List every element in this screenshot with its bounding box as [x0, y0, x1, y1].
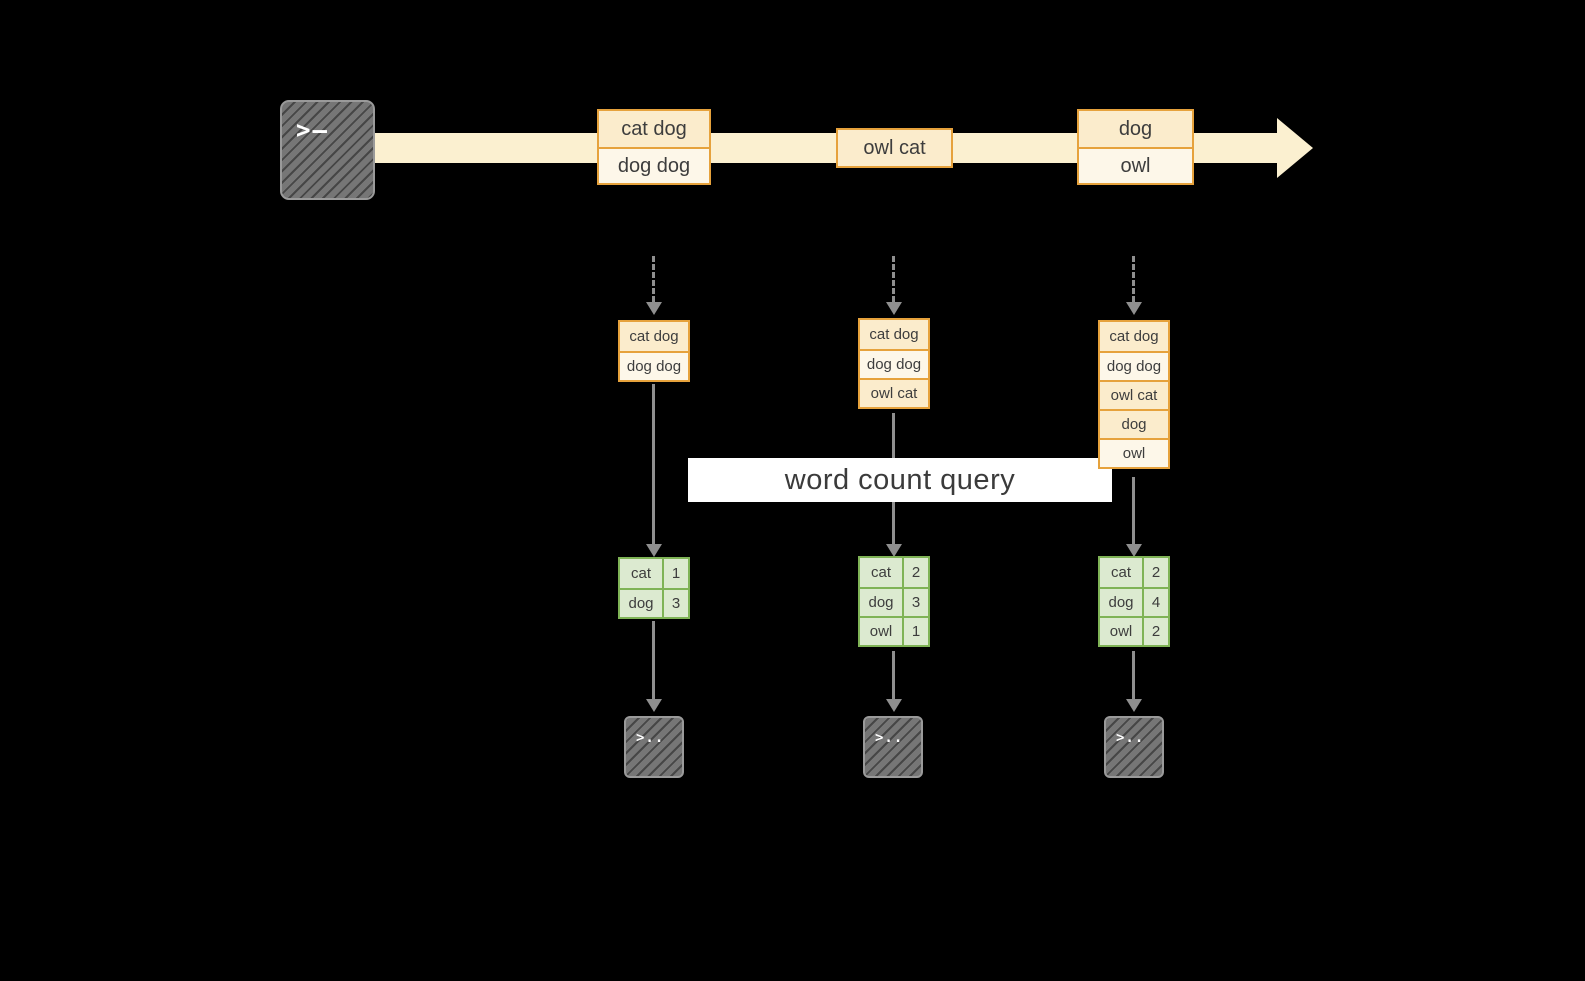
- stream-batch-3: dog owl: [1077, 109, 1194, 185]
- result-count: 2: [902, 558, 928, 587]
- result-count: 2: [1142, 618, 1168, 645]
- input-table-3: cat dog dog dog owl cat dog owl: [1098, 320, 1170, 469]
- output-terminal-3-icon: >..: [1104, 716, 1164, 778]
- result-row: cat 2: [1100, 558, 1168, 587]
- query-arrowhead-3-icon: [1126, 544, 1142, 557]
- stream-record: dog: [1079, 111, 1192, 147]
- result-row: dog 4: [1100, 587, 1168, 616]
- result-word: cat: [870, 564, 891, 581]
- output-arrowhead-2-icon: [886, 699, 902, 712]
- query-banner: word count query: [688, 458, 1112, 502]
- output-terminal-1-icon: >..: [624, 716, 684, 778]
- dashed-arrowhead-2-icon: [886, 302, 902, 315]
- stream-record: dog dog: [599, 147, 709, 183]
- result-count: 1: [902, 618, 928, 645]
- dashed-arrow-1: [652, 256, 655, 302]
- stream-record: owl: [1079, 147, 1192, 183]
- stream-batch-2: owl cat: [836, 128, 953, 168]
- result-word: dog: [628, 595, 654, 612]
- result-row: dog 3: [620, 588, 688, 617]
- query-arrow-1: [652, 384, 655, 544]
- result-word: owl: [869, 623, 893, 640]
- result-table-3: cat 2 dog 4 owl 2: [1098, 556, 1170, 647]
- result-count: 3: [902, 589, 928, 616]
- result-word: cat: [1110, 564, 1131, 581]
- query-arrowhead-1-icon: [646, 544, 662, 557]
- result-count: 4: [1142, 589, 1168, 616]
- result-row: cat 1: [620, 559, 688, 588]
- input-row: dog dog: [1100, 351, 1168, 380]
- input-row: cat dog: [1100, 322, 1168, 351]
- result-word: cat: [630, 565, 651, 582]
- result-row: dog 3: [860, 587, 928, 616]
- output-terminal-2-icon: >..: [863, 716, 923, 778]
- query-arrow-3: [1132, 477, 1135, 544]
- result-word: owl: [1109, 623, 1133, 640]
- terminal-output-glyph: >..: [875, 730, 904, 746]
- output-arrow-2: [892, 651, 895, 699]
- input-row: cat dog: [860, 320, 928, 349]
- result-word: dog: [1108, 594, 1134, 611]
- input-row: dog dog: [860, 349, 928, 378]
- input-row: cat dog: [620, 322, 688, 351]
- result-count: 3: [662, 590, 688, 617]
- terminal-output-glyph: >..: [1116, 730, 1145, 746]
- dashed-arrow-2: [892, 256, 895, 302]
- input-terminal-icon: >–: [280, 100, 375, 200]
- input-table-2: cat dog dog dog owl cat: [858, 318, 930, 409]
- input-table-1: cat dog dog dog: [618, 320, 690, 382]
- result-table-2: cat 2 dog 3 owl 1: [858, 556, 930, 647]
- result-table-1: cat 1 dog 3: [618, 557, 690, 619]
- dashed-arrowhead-1-icon: [646, 302, 662, 315]
- query-arrowhead-2-icon: [886, 544, 902, 557]
- terminal-prompt-glyph: >–: [296, 116, 329, 144]
- result-row: owl 2: [1100, 616, 1168, 645]
- stream-batch-1: cat dog dog dog: [597, 109, 711, 185]
- output-arrowhead-3-icon: [1126, 699, 1142, 712]
- output-arrow-1: [652, 621, 655, 699]
- terminal-output-glyph: >..: [636, 730, 665, 746]
- output-arrow-3: [1132, 651, 1135, 699]
- result-row: cat 2: [860, 558, 928, 587]
- dashed-arrowhead-3-icon: [1126, 302, 1142, 315]
- input-row: dog dog: [620, 351, 688, 380]
- result-count: 1: [662, 559, 688, 588]
- input-row: dog: [1100, 409, 1168, 438]
- stream-record: cat dog: [599, 111, 709, 147]
- result-word: dog: [868, 594, 894, 611]
- query-banner-label: word count query: [784, 463, 1016, 496]
- input-row: owl cat: [860, 378, 928, 407]
- stream-timeline-arrowhead-icon: [1277, 118, 1313, 178]
- input-row: owl cat: [1100, 380, 1168, 409]
- result-count: 2: [1142, 558, 1168, 587]
- input-row: owl: [1100, 438, 1168, 467]
- result-row: owl 1: [860, 616, 928, 645]
- output-arrowhead-1-icon: [646, 699, 662, 712]
- stream-record: owl cat: [838, 130, 951, 166]
- dashed-arrow-3: [1132, 256, 1135, 302]
